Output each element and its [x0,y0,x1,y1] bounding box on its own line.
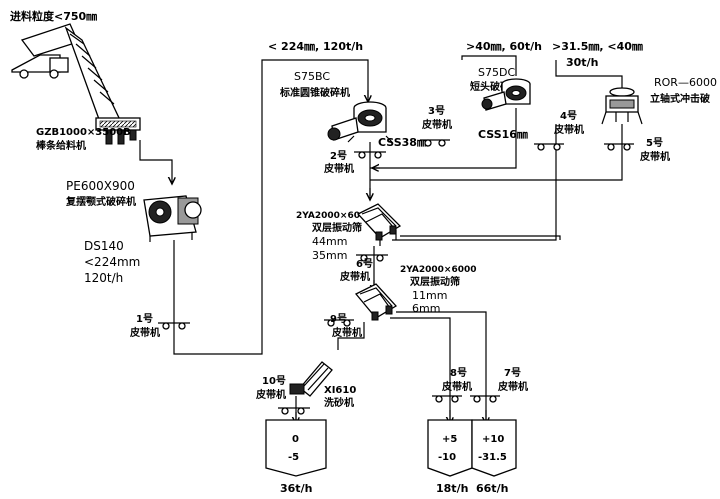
belt-7-name: 皮带机 [497,380,528,393]
cone-short-css: CSS16㎜ [478,128,528,141]
ds-size: <224mm [84,255,140,269]
cone-std-name: 标准圆锥破碎机 [279,86,350,99]
belt-2-name: 皮带机 [323,162,354,175]
bin-1-bottom: -5 [288,452,299,463]
belt-8-line [390,317,451,420]
belt-8-num: 8号 [450,367,467,379]
screen-2-deck2: 6mm [412,302,440,315]
belt-5-line [370,124,623,181]
belt-5-name: 皮带机 [639,150,670,163]
bin-1-top: 0 [292,434,299,445]
top-flow-label: < 224㎜, 120t/h [268,40,363,53]
feeder-model: GZB1000×3500B [36,127,131,138]
belt-1-num: 1号 [136,313,153,325]
cone-crusher-short-icon [481,78,531,111]
vsi-flow-rate: 30t/h [566,56,598,69]
belt-7-line [396,311,487,420]
cone-std-css: CSS38㎜ [378,136,428,149]
belt-7-num: 7号 [504,367,521,379]
bin-3-top: +10 [482,434,504,445]
screen-2-model: 2YA2000×6000 [400,265,477,275]
belt-1-name: 皮带机 [129,326,160,339]
belt-1-line [173,59,369,355]
belt-3-num: 3号 [428,105,445,117]
belt-1-icon [158,322,190,330]
jaw-model: PE600X900 [66,179,135,193]
screen-1-name: 双层振动筛 [312,221,362,234]
screen-1-model: 2YA2000×6000 [296,211,373,221]
belt-9-num: 9号 [330,313,347,325]
feed-size-label: 进料粒度<750㎜ [10,9,97,23]
belt-4-name: 皮带机 [553,123,584,136]
jaw-crusher-icon [143,195,202,242]
belt-10-num: 10号 [262,375,286,387]
belt-6-icon [356,254,388,262]
belt-7-icon [470,395,500,403]
belt-3-name: 皮带机 [421,118,452,131]
vibrating-screen-2-icon [354,283,398,321]
product-bin-10-31: +10 -31.5 [471,419,517,477]
washer-name: 洗砂机 [324,396,354,409]
bin-2-bottom: -10 [438,452,456,463]
belt-4-num: 4号 [560,110,577,122]
short-flow-label: >40㎜, 60t/h [466,40,542,53]
bin-3-bottom: -31.5 [478,452,507,463]
sand-washer-icon [289,361,333,397]
bin-3-rate: 66t/h [476,482,508,495]
jaw-name: 复摆颚式破碎机 [65,195,136,208]
feeder-name: 棒条给料机 [36,139,86,152]
bin-1-rate: 36t/h [280,482,312,495]
ds-rate: 120t/h [84,271,123,285]
dump-truck-icon [11,23,79,79]
belt-2-num: 2号 [330,150,347,162]
screen-1-deck1: 44mm [312,235,347,248]
belt-9-icon [324,319,354,327]
vsi-name: 立轴式冲击破 [650,92,710,105]
belt-8-icon [432,395,462,403]
screen-2-deck1: 11mm [412,289,447,302]
cone-crusher-std-icon [327,101,393,143]
vibrating-screen-1-icon [356,203,402,246]
product-bin-5-10: +5 -10 [427,419,473,477]
belt-6-name: 皮带机 [339,270,370,283]
belt-3-line [370,108,517,169]
screen-2-name: 双层振动筛 [410,275,460,288]
belt-9-name: 皮带机 [331,326,362,339]
vsi-model: ROR—6000 [654,76,717,89]
ds-code: DS140 [84,239,124,253]
washer-model: XI610 [324,385,356,396]
product-bin-sand: 0 -5 [265,419,327,477]
belt-4-icon [534,143,564,151]
vsi-flow-label: >31.5㎜, <40㎜ [552,40,643,53]
belt-5-num: 5号 [646,137,663,149]
feeder-to-jaw-arrow [139,140,172,184]
belt-8-name: 皮带机 [441,380,472,393]
cone-short-model: S75DC [478,66,515,79]
bin-2-rate: 18t/h [436,482,468,495]
vsi-crusher-icon [601,87,643,125]
belt-10-icon [278,407,310,415]
bar-feeder-icon [64,26,141,145]
belt-4-line [392,124,557,241]
belt-10-name: 皮带机 [255,388,286,401]
belt-6-num: 6号 [356,258,373,270]
cone-std-model: S75BC [294,70,330,83]
belt-9-line [337,322,365,350]
belt-5-icon [604,143,634,151]
belt-3-icon [420,139,450,147]
belt-2-icon [354,151,386,159]
bin-2-top: +5 [442,434,457,445]
screen-1-deck2: 35mm [312,249,347,262]
